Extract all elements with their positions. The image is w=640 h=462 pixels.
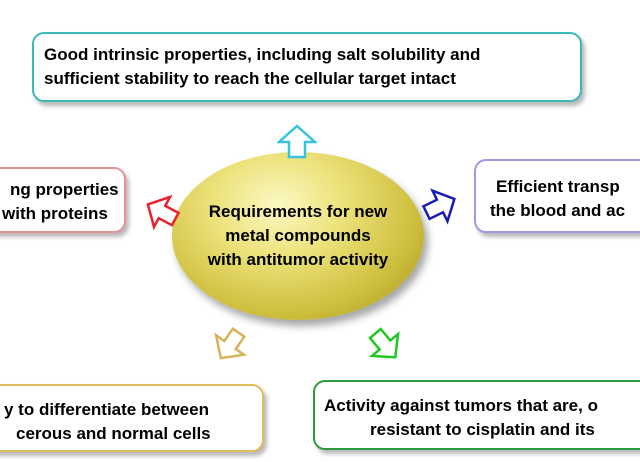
box-line: with proteins bbox=[2, 204, 108, 223]
box-line: Activity against tumors that are, o bbox=[324, 396, 598, 415]
box-differentiate-cells: y to differentiate between cerous and no… bbox=[0, 384, 264, 452]
box-intrinsic-properties: Good intrinsic properties, including sal… bbox=[32, 32, 582, 102]
central-requirements-ellipse: Requirements for new metal compounds wit… bbox=[172, 152, 424, 320]
box-efficient-transport: Efficient transp the blood and ac bbox=[474, 159, 640, 233]
box-line: Good intrinsic properties, including sal… bbox=[44, 45, 481, 64]
arrow-up-icon bbox=[277, 124, 317, 159]
box-line: Efficient transp bbox=[496, 177, 620, 196]
arrow-down-right-icon bbox=[368, 327, 400, 359]
center-line: with antitumor activity bbox=[207, 250, 389, 269]
arrow-left-icon bbox=[146, 194, 181, 231]
center-line: Requirements for new bbox=[208, 202, 388, 221]
box-line: ng properties bbox=[10, 180, 119, 199]
arrow-down-left-icon bbox=[214, 326, 248, 360]
box-line: y to differentiate between bbox=[4, 400, 209, 419]
center-line: metal compounds bbox=[225, 226, 371, 245]
box-line: the blood and ac bbox=[490, 201, 626, 220]
box-line: resistant to cisplatin and its bbox=[370, 420, 595, 439]
box-protein-binding: ng properties with proteins bbox=[0, 167, 126, 233]
arrow-right-icon bbox=[421, 188, 456, 225]
box-activity-against-tumors: Activity against tumors that are, o resi… bbox=[313, 380, 640, 450]
box-line: sufficient stability to reach the cellul… bbox=[44, 69, 456, 88]
box-line: cerous and normal cells bbox=[16, 424, 211, 443]
